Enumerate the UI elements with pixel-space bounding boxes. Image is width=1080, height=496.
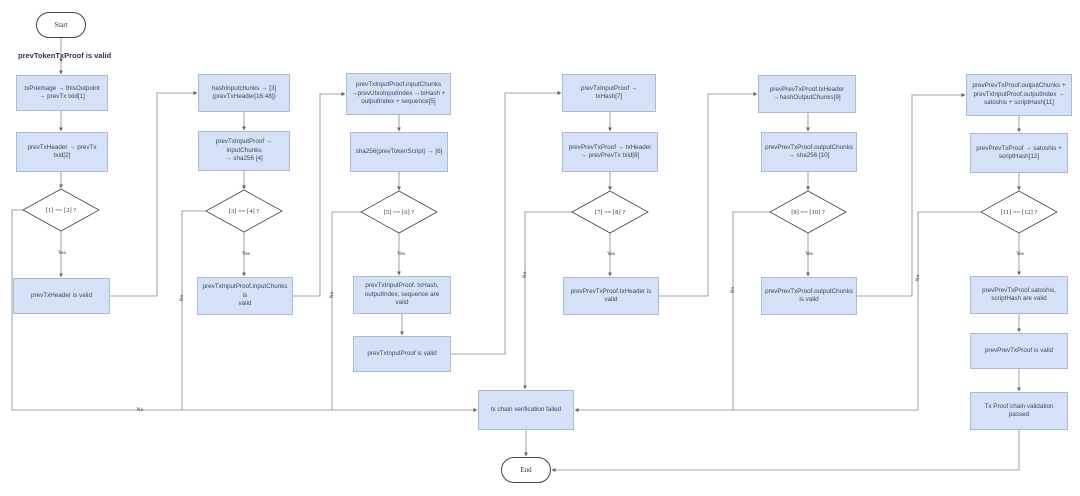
box-prevtxheader-txid: prevTxHeader → prevTx txid[2] — [16, 132, 108, 172]
decision-3-label: [5] == [6] ? — [383, 208, 415, 216]
no-label-3: No — [329, 291, 335, 299]
box-satoshis-scripthash-12: prevPrevTxProof → satoshis + scriptHash[… — [970, 133, 1068, 173]
edge-b10-to-b11 — [451, 91, 562, 355]
yes-label-1: Yes — [57, 250, 67, 256]
start-terminal: Start — [36, 12, 86, 38]
box-prevtxheader-valid: prevTxHeader is valid — [13, 278, 110, 314]
box-prevtxinputproof-valid: prevTxInputProof is valid — [353, 336, 451, 372]
yes-label-4: Yes — [606, 251, 616, 257]
precondition-heading: prevTokenTxProof is valid — [18, 51, 112, 60]
edge-b6-to-b7 — [293, 92, 346, 297]
box-satoshis-scripthash-valid: prevPrevTxProof.satoshis, scriptHash are… — [970, 276, 1068, 314]
edge-d2-no — [181, 210, 206, 410]
decision-2-label: [3] == [4] ? — [228, 207, 260, 215]
edge-d3-no — [331, 211, 361, 410]
box-txhash-outputindex-valid: prevTxInputProof. txHash, outputIndex, s… — [353, 276, 451, 314]
box-inputchunks-sha256: prevTxInputProof → inputChunks → sha256 … — [198, 131, 290, 171]
decision-2-diamond — [205, 189, 283, 233]
decision-6-label: [11] == [12] ? — [1000, 208, 1038, 216]
end-terminal: End — [501, 457, 551, 483]
edge-b13-to-b14 — [659, 92, 758, 297]
box-prevprevtx-txheader-valid: prevPrevTxProof.txHeader is valid — [563, 277, 659, 315]
decision-6-diamond — [980, 190, 1058, 234]
yes-label-6: Yes — [1015, 251, 1025, 257]
yes-label-3: Yes — [396, 251, 406, 257]
no-label-4: No — [522, 271, 528, 279]
decision-1-label: [1] == [2] ? — [45, 206, 77, 214]
box-hashoutputchunks: prevPrevTxProof.txHeader →hashOutputChun… — [758, 75, 856, 113]
box-outputchunks-valid: prevPrevTxProof.outputChunks is valid — [761, 277, 857, 315]
yes-label-2: Yes — [241, 251, 251, 257]
box-prevtxinputproof-txhash: prevTxInputProof → txHash[7] — [562, 74, 656, 112]
no-label-5: No — [730, 286, 736, 294]
edge-d5-no — [732, 211, 770, 410]
edge-b16-to-b17 — [857, 93, 966, 297]
box-sha256-prevtokenscript: sha256(prevTokenScript) → [6] — [350, 132, 448, 172]
edge-b21-to-end — [551, 430, 1020, 472]
edge-d6-no — [574, 211, 981, 412]
no-label-1: No — [136, 407, 144, 413]
box-hashinputchunks: hashInputchunks → [3] (prevTxHeader[16:4… — [198, 74, 290, 112]
decision-4-diamond — [571, 190, 649, 234]
no-label-6: No — [915, 274, 921, 282]
decision-5-label: [9] == [10] ? — [791, 208, 825, 216]
box-prevprevtxproof-txheader: prevPrevTxProof → txHeader → prevPrevTx … — [562, 132, 658, 172]
box-prevprevtxproof-valid: prevPrevTxProof is valid — [970, 333, 1068, 369]
edge-d4-no — [523, 211, 572, 390]
box-verification-failed: tx chain verification failed — [478, 390, 574, 430]
box-satoshis-scripthash-11: prevPrevTxProof.outputChunks + prevTxInp… — [966, 74, 1072, 116]
box-validation-passed: Tx Proof chain validation passed — [970, 392, 1068, 430]
decision-4-label: [7] == [8] ? — [594, 208, 626, 216]
edge-b3-to-b4 — [110, 91, 198, 297]
box-inputchunks-valid: prevTxInputProof.inputChunks is valid — [197, 277, 293, 315]
no-label-2: No — [179, 294, 185, 302]
decision-3-diamond — [360, 190, 438, 234]
decision-1-diamond — [22, 188, 100, 232]
yes-label-5: Yes — [804, 251, 814, 257]
decision-5-diamond — [769, 190, 847, 234]
decisions-layer — [22, 188, 1058, 234]
box-outputchunks-sha256: prevPrevTxProof.outputChunks → sha256 [1… — [761, 132, 857, 172]
box-prevutxoinputindex: prevTxInputProof.inputChunks →prevUtxoIn… — [346, 73, 451, 115]
edges-layer — [11, 38, 1021, 472]
box-txpreimage-thisoutpoint: txPreimage → thisOutpoint → prevTx txid[… — [16, 75, 108, 111]
edge-d1-no — [11, 209, 478, 412]
